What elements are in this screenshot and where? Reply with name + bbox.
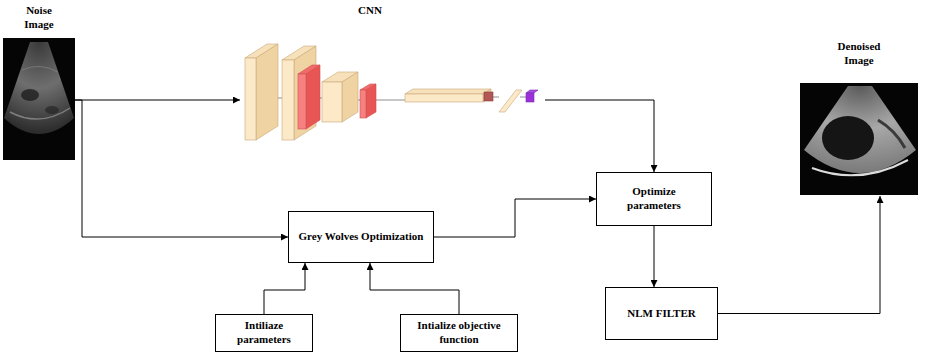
- box-label: Grey Wolves Optimization: [299, 230, 424, 244]
- box-label: Optimize parameters: [605, 185, 703, 213]
- ultrasound-image: [800, 83, 918, 195]
- image-node: Denoised Image: [800, 40, 918, 196]
- figure-heading: Denoised Image: [827, 40, 891, 68]
- network-node: CNN: [240, 4, 545, 144]
- connector-arrow: [654, 226, 655, 287]
- process-box: NLM FILTER: [605, 287, 718, 340]
- box-label: NLM FILTER: [627, 307, 695, 321]
- ultrasound-image: [3, 38, 75, 160]
- connector-arrow: [264, 263, 305, 314]
- figure-heading: CNN: [340, 4, 400, 18]
- connector-arrow: [75, 100, 240, 101]
- image-node: Noise Image: [3, 4, 75, 162]
- connector-arrow: [434, 199, 596, 237]
- figure-heading: Noise Image: [14, 4, 64, 32]
- connector-arrow: [718, 196, 880, 314]
- process-box: Grey Wolves Optimization: [288, 211, 434, 263]
- input-box: Intialize objective function: [400, 314, 518, 352]
- connector-arrow: [545, 100, 654, 172]
- connector-arrow: [370, 263, 459, 314]
- box-label: Intialize objective function: [409, 319, 509, 347]
- process-box: Optimize parameters: [596, 172, 712, 226]
- cnn-illustration: [245, 44, 538, 140]
- box-label: Intiliaze parameters: [224, 319, 304, 347]
- input-box: Intiliaze parameters: [215, 314, 313, 352]
